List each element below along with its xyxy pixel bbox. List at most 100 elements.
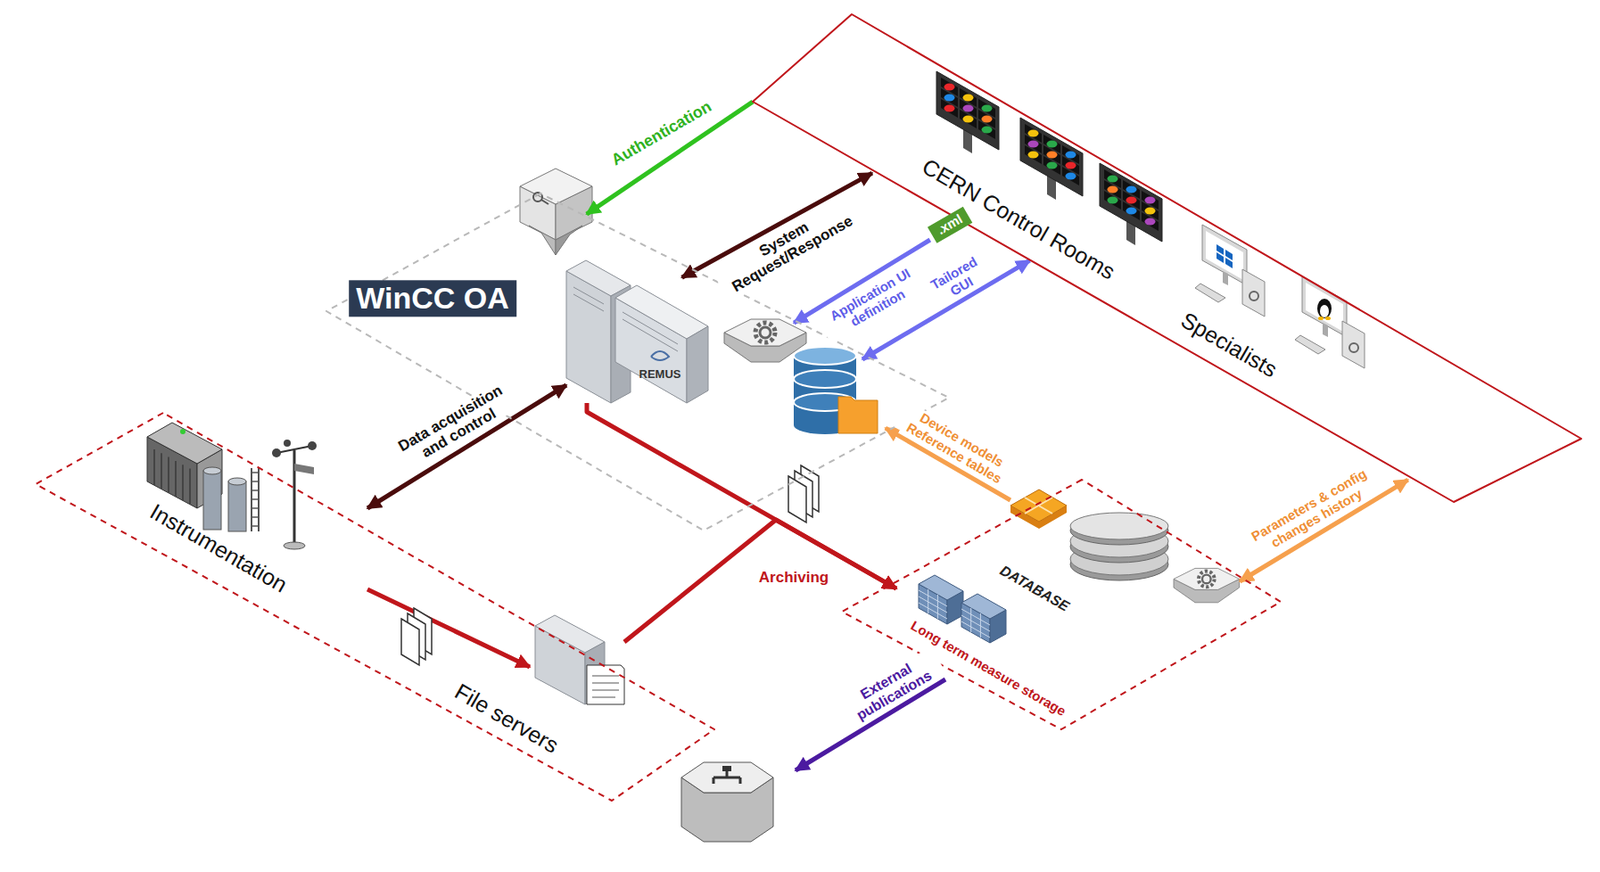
authentication-server-part bbox=[541, 199, 549, 205]
cabinet-fin bbox=[181, 464, 184, 501]
measurement-table-part bbox=[961, 609, 990, 626]
cabinet-fin bbox=[153, 449, 156, 486]
screen-plot bbox=[1028, 130, 1040, 138]
reference-tables-icon-part bbox=[1024, 497, 1053, 514]
reference-tables-icon-part bbox=[1010, 489, 1067, 522]
measurement-table-part bbox=[918, 596, 948, 613]
remus-server-front-part bbox=[615, 285, 709, 339]
instrument-tanks-part bbox=[203, 470, 222, 530]
file-transfer-arrow bbox=[367, 589, 530, 668]
publication-service-part bbox=[713, 769, 741, 784]
history-service-part bbox=[1202, 575, 1212, 585]
measurement-table-part bbox=[918, 575, 964, 601]
screen-plot bbox=[1145, 197, 1156, 205]
linux-computer-part bbox=[1322, 322, 1328, 338]
reference-tables-icon bbox=[1010, 489, 1067, 529]
screen-cell bbox=[1043, 156, 1061, 175]
server-logo: REMUS bbox=[636, 368, 685, 381]
instrument-tanks bbox=[203, 467, 259, 532]
windows-computer-part bbox=[1202, 224, 1247, 286]
file-server-icon bbox=[535, 615, 625, 705]
file-server-icon-part bbox=[586, 665, 625, 705]
screen-plot bbox=[963, 94, 974, 102]
configuration-storage-part bbox=[1070, 512, 1169, 540]
screen-plot bbox=[1028, 151, 1040, 159]
ladder-rung bbox=[251, 498, 259, 501]
screen-frame bbox=[936, 71, 999, 150]
remus-server-front-part bbox=[686, 326, 709, 404]
ladder-rung bbox=[251, 525, 259, 528]
authentication-server-part bbox=[555, 225, 583, 256]
remus-server-front-part bbox=[622, 319, 678, 352]
region-border bbox=[35, 412, 715, 801]
linux-computer-part bbox=[1319, 305, 1329, 318]
measurement-table-part bbox=[961, 593, 1007, 619]
server-title: File servers bbox=[448, 677, 566, 759]
screen-plot bbox=[1107, 197, 1119, 205]
ladder-rung bbox=[251, 480, 259, 483]
control-room-screen bbox=[936, 71, 999, 154]
screen-plot bbox=[1047, 162, 1058, 170]
authentication-server-part bbox=[519, 168, 593, 205]
linux-computer-part bbox=[1349, 343, 1359, 353]
cabinet-fin bbox=[174, 461, 177, 497]
xml-file-icon: .xml bbox=[921, 209, 980, 240]
measurement-table-part bbox=[918, 590, 948, 607]
control-room-region: CERN Control RoomsSpecialists.xml bbox=[752, 14, 1583, 504]
wind-vane-part bbox=[307, 441, 317, 451]
screen-cell bbox=[978, 120, 996, 140]
linux-computer-part bbox=[1302, 276, 1347, 338]
product-logo: WinCC OA bbox=[348, 280, 517, 317]
screen-cell bbox=[1122, 201, 1140, 221]
instrument-tanks-part bbox=[228, 478, 247, 486]
wind-vane-part bbox=[294, 463, 314, 475]
data-files bbox=[401, 608, 432, 666]
instrument-tanks-part bbox=[251, 472, 259, 527]
measurement-table-part bbox=[937, 594, 939, 619]
history-service-part bbox=[1173, 568, 1240, 590]
windows-computer-part bbox=[1225, 257, 1233, 269]
authentication-server bbox=[519, 168, 593, 256]
measurement-table-part bbox=[970, 608, 972, 633]
measurement-table bbox=[961, 593, 1007, 644]
windows-computer-part bbox=[1242, 269, 1265, 317]
measurement-table-part bbox=[980, 613, 982, 638]
edge-label: Parameters & config changes history bbox=[1239, 461, 1387, 563]
windows-computer-part bbox=[1216, 252, 1224, 264]
wincc-oa-region: WinCC OA REMUS bbox=[326, 193, 949, 531]
cabinet-fin bbox=[160, 453, 163, 489]
screen-cell bbox=[1104, 190, 1122, 210]
screen-plot bbox=[981, 126, 993, 134]
remus-server-back-part bbox=[573, 287, 604, 305]
ladder-rung bbox=[251, 471, 259, 474]
ladder-rung bbox=[251, 489, 259, 492]
instrument-cabinet-part bbox=[154, 449, 190, 505]
screen-plot bbox=[1047, 151, 1058, 159]
screen-plot bbox=[1065, 151, 1077, 159]
publication-service-part bbox=[722, 766, 732, 772]
linux-computer-part bbox=[1294, 335, 1326, 355]
screen-plot bbox=[1145, 207, 1156, 215]
reference-tables-icon-part bbox=[1024, 497, 1053, 514]
edge-label: Data acquisition and control bbox=[382, 374, 528, 478]
instrumentation-region: InstrumentationFile servers bbox=[35, 412, 715, 801]
windows-computer bbox=[1195, 224, 1265, 317]
edge-label: Device models Reference tables bbox=[894, 401, 1023, 493]
publication-service bbox=[681, 762, 774, 842]
instrument-tanks-part bbox=[228, 481, 247, 532]
region-outline bbox=[326, 193, 949, 531]
region-outline bbox=[752, 14, 1583, 504]
linux-computer-part bbox=[1342, 321, 1365, 369]
cabinet-fin bbox=[189, 469, 191, 505]
windows-computer-part bbox=[1195, 283, 1226, 303]
windows-computer-part bbox=[1222, 271, 1229, 286]
file-server-icon-part bbox=[592, 676, 619, 677]
file-server-icon-part bbox=[592, 690, 619, 692]
edge-label: System Request/Response bbox=[711, 193, 865, 301]
screen-cell bbox=[1024, 145, 1042, 165]
screen-plot bbox=[1107, 175, 1119, 183]
remus-server-front-part bbox=[622, 312, 678, 345]
edge-label: Archiving bbox=[756, 569, 832, 587]
